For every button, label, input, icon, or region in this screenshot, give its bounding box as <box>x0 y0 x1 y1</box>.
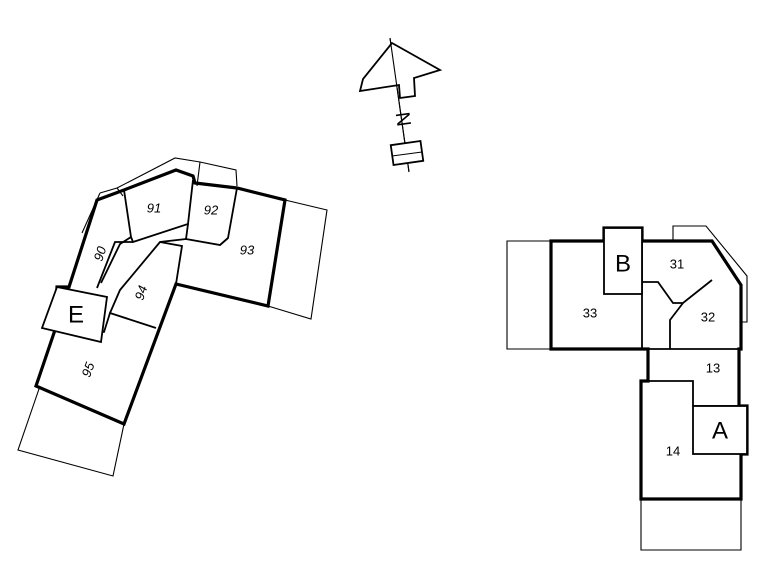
room-92-label: 92 <box>204 202 219 217</box>
room-95-label: 95 <box>78 360 97 379</box>
room-13-label: 13 <box>706 360 720 375</box>
north-letter: N <box>392 110 416 127</box>
room-14-label: 14 <box>666 443 680 458</box>
north-arrow: N <box>358 37 443 173</box>
entrance-e-label: E <box>68 301 84 328</box>
entrance-b-label: B <box>615 250 631 277</box>
room-93-label: 93 <box>240 242 255 257</box>
room-31-label: 31 <box>670 256 684 271</box>
room-32-label: 32 <box>701 309 715 324</box>
entrance-a-label: A <box>712 417 728 444</box>
room-91-label: 91 <box>147 200 161 215</box>
left-building: E 90 91 92 93 94 95 <box>17 157 328 477</box>
north-arrow-base-box <box>389 139 425 167</box>
room-94-label: 94 <box>132 283 151 301</box>
entrance-b-box <box>603 227 643 295</box>
room-33-label: 33 <box>583 305 597 320</box>
entrance-e-box <box>40 285 109 344</box>
room-90-label: 90 <box>91 244 110 263</box>
right-building: B A 31 32 33 13 14 <box>506 225 749 551</box>
entrance-a-box <box>692 405 748 455</box>
